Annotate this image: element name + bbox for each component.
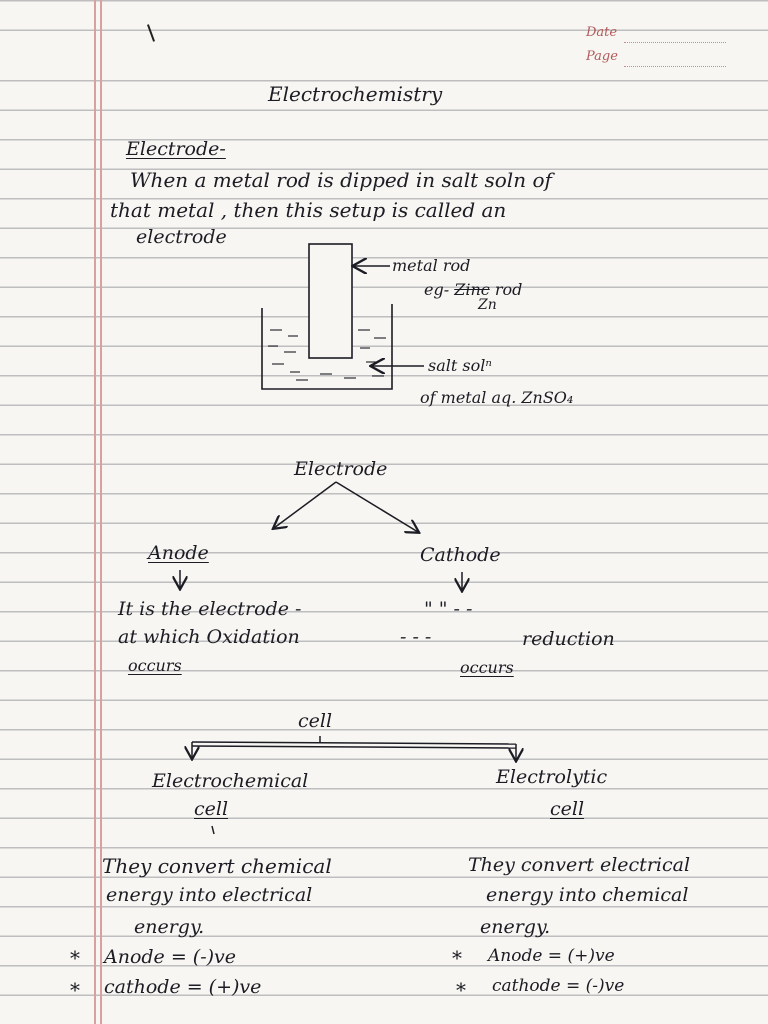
anode-desc-1: It is the electrode -	[118, 598, 302, 620]
cathode-desc-reduction: reduction	[522, 628, 615, 650]
tree2-left-line2: cell	[194, 798, 229, 820]
solution-dashes	[268, 329, 386, 381]
electrochemical-desc-2: energy into electrical	[106, 884, 313, 906]
margin-line-outer	[94, 0, 96, 1024]
label-metal-rod: metal rod	[392, 256, 471, 275]
label-salt-soln-2: of metal aq. ZnSO₄	[420, 388, 574, 407]
label-eg-struck: Zinc	[454, 280, 490, 299]
page-title: Electrochemistry	[268, 82, 443, 106]
electrochemical-anode: Anode = (-)ve	[104, 946, 237, 968]
label-zn: Zn	[478, 297, 497, 313]
bullet-star: *	[456, 978, 466, 1002]
electrode-heading: Electrode-	[126, 138, 226, 160]
margin-line-inner	[100, 0, 102, 1024]
date-label: Date	[586, 25, 618, 40]
metal-rod	[308, 243, 353, 359]
electrochemical-cathode: cathode = (+)ve	[104, 976, 262, 998]
tree2-right-line1: Electrolytic	[496, 766, 608, 788]
electrode-def-line2: that metal , then this setup is called a…	[110, 198, 507, 222]
electrode-def-line3: electrode	[136, 226, 227, 248]
bullet-star: *	[70, 946, 80, 970]
cathode-desc-2: - - -	[400, 626, 432, 648]
label-eg-prefix: eg-	[424, 280, 450, 299]
tree2-root: cell	[298, 710, 333, 732]
pen-mark	[146, 24, 156, 42]
tree1-cathode: Cathode	[420, 544, 501, 566]
tree2-right-line2: cell	[550, 798, 585, 820]
date-line	[624, 42, 726, 43]
electrochemical-desc-3: energy.	[134, 916, 205, 938]
page-label: Page	[586, 49, 618, 64]
anode-desc-2: at which Oxidation	[118, 626, 300, 648]
electrolytic-desc-1: They convert electrical	[468, 854, 691, 876]
cathode-desc-3: occurs	[460, 658, 514, 677]
anode-desc-3: occurs	[128, 656, 182, 675]
tree1-anode: Anode	[148, 542, 209, 564]
cathode-desc-1: " " - -	[424, 598, 473, 620]
tree1-arrows	[180, 481, 462, 590]
bullet-star: *	[452, 946, 462, 970]
electrode-def-line1: When a metal rod is dipped in salt soln …	[130, 168, 552, 192]
electrolytic-cathode: cathode = (-)ve	[492, 976, 625, 996]
label-eg-rod: rod	[494, 280, 523, 299]
electrolytic-desc-2: energy into chemical	[486, 884, 689, 906]
tree1-root: Electrode	[294, 458, 388, 480]
bullet-star: *	[70, 978, 80, 1002]
page-line	[624, 66, 726, 67]
beaker-outline	[261, 304, 393, 390]
label-eg: eg- Zinc rod	[424, 282, 522, 298]
electrolytic-desc-3: energy.	[480, 916, 551, 938]
electrochemical-desc-1: They convert chemical	[102, 854, 332, 878]
label-salt-soln: salt solⁿ	[428, 356, 492, 375]
electrolytic-anode: Anode = (+)ve	[488, 946, 615, 966]
tree2-left-line1: Electrochemical	[152, 770, 309, 792]
